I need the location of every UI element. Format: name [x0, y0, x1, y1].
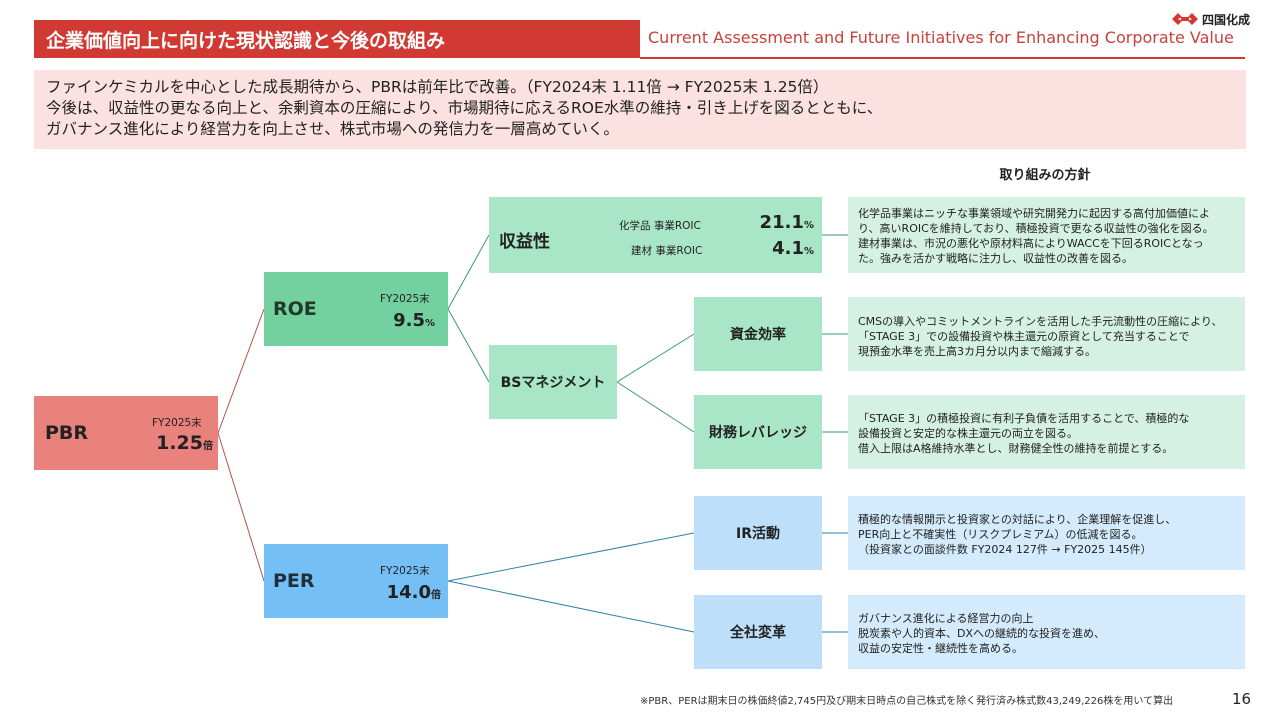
transformation-description: ガバナンス進化による経営力の向上 脱炭素や人的資本、DXへの継続的な投資を進め、… — [848, 595, 1245, 669]
desc-line: CMSの導入やコミットメントラインを活用した手元流動性の圧縮により、 — [858, 315, 1223, 328]
roe-title: ROE — [273, 298, 317, 320]
profitability-title: 収益性 — [499, 232, 550, 252]
roe-profitability-connector — [447, 234, 490, 310]
roe-value: 9.5 — [393, 310, 425, 331]
logo-text: 四国化成 — [1202, 12, 1251, 27]
desc-line: 「STAGE 3」での設備投資や株主還元の原資として充当することで — [858, 330, 1190, 343]
transformation-node: 全社変革 — [694, 595, 822, 669]
pbr-per-connector — [217, 432, 265, 582]
summary-line: ガバナンス進化により経営力を向上させ、株式市場への発信力を一層高めていく。 — [46, 120, 619, 138]
pbr-title: PBR — [45, 422, 89, 444]
pbr-value: 1.25 — [156, 432, 203, 454]
summary-line: 今後は、収益性の更なる向上と、余剰資本の圧縮により、市場期待に応えるROE水準の… — [46, 99, 883, 117]
page-subtitle: Current Assessment and Future Initiative… — [648, 28, 1234, 47]
per-transformation-connector — [447, 580, 695, 633]
bs-capital-connector — [616, 333, 695, 383]
desc-line: 脱炭素や人的資本、DXへの継続的な投資を進め、 — [858, 627, 1106, 640]
policy-heading: 取り組みの方針 — [999, 168, 1091, 183]
page-title: 企業価値向上に向けた現状認識と今後の取組み — [34, 20, 640, 58]
company-logo: 四国化成 — [1172, 9, 1250, 29]
per-value-wrap: 14.0倍 — [387, 582, 441, 603]
desc-line: た。強みを活かす戦略に注力し、収益性の改善を図る。 — [858, 252, 1133, 265]
logo-mark-icon — [1172, 13, 1198, 25]
desc-line: PER向上と不確実性（リスクプレミアム）の低減を図る。 — [858, 528, 1143, 541]
bs-leverage-connector — [616, 381, 695, 433]
ir-activities-description: 積極的な情報開示と投資家との対話により、企業理解を促進し、 PER向上と不確実性… — [848, 496, 1245, 570]
desc-line: 化学品事業はニッチな事業領域や研究開発力に起因する高付加価値によ — [858, 207, 1210, 220]
summary-line: ファインケミカルを中心とした成長期待から、PBRは前年比で改善。（FY2024末… — [46, 78, 829, 96]
desc-line: 建材事業は、市況の悪化や原材料高によりWACCを下回るROICとなっ — [858, 237, 1204, 250]
roic-chemicals-value: 21.1 — [759, 212, 804, 233]
bs-management-node: BSマネジメント — [489, 345, 617, 419]
desc-line: 設備投資と安定的な株主還元の両立を図る。 — [858, 427, 1078, 440]
desc-line: ガバナンス進化による経営力の向上 — [858, 612, 1034, 625]
footnote: ※PBR、PERは期末日の株価終値2,745円及び期末日時点の自己株式を除く発行… — [640, 696, 1174, 707]
pbr-period: FY2025末 — [152, 417, 202, 429]
roic-label-building: 建材 事業ROIC — [631, 245, 703, 257]
summary-box: ファインケミカルを中心とした成長期待から、PBRは前年比で改善。（FY2024末… — [34, 70, 1246, 149]
roic-label-chemicals: 化学品 事業ROIC — [619, 220, 701, 232]
roic-building-value: 4.1 — [772, 238, 804, 259]
capital-efficiency-node: 資金効率 — [694, 297, 822, 371]
per-ir-connector — [447, 532, 695, 582]
title-underline — [640, 57, 1245, 59]
desc-line: 「STAGE 3」の積極投資に有利子負債を活用することで、積極的な — [858, 412, 1190, 425]
desc-line: 現預金水準を売上高3カ月分以内まで縮減する。 — [858, 345, 1096, 358]
roe-unit: % — [424, 318, 435, 329]
financial-leverage-node: 財務レバレッジ — [694, 395, 822, 469]
page-number: 16 — [1232, 690, 1252, 708]
roic-building-unit: % — [803, 246, 814, 257]
roe-node: ROE FY2025末 9.5% — [264, 272, 448, 346]
per-period: FY2025末 — [380, 565, 430, 577]
pbr-unit: 倍 — [203, 441, 213, 452]
desc-line: 借入上限はA格維持水準とし、財務健全性の維持を前提とする。 — [858, 442, 1174, 455]
ir-activities-node: IR活動 — [694, 496, 822, 570]
profitability-node: 収益性 化学品 事業ROIC 21.1% 建材 事業ROIC 4.1% — [489, 197, 822, 273]
profitability-description: 化学品事業はニッチな事業領域や研究開発力に起因する高付加価値によ り、高いROI… — [848, 197, 1245, 273]
pbr-roe-connector — [217, 308, 265, 434]
roic-chemicals-wrap: 21.1% — [760, 212, 814, 233]
desc-line: （投資家との面談件数 FY2024 127件 → FY2025 145件） — [858, 543, 1152, 556]
desc-line: 収益の安定性・継続性を高める。 — [858, 642, 1023, 655]
pbr-value-wrap: 1.25倍 — [156, 432, 213, 454]
roe-period: FY2025末 — [380, 293, 430, 305]
roic-building-wrap: 4.1% — [772, 238, 814, 259]
roic-chemicals-unit: % — [803, 220, 814, 231]
capital-efficiency-description: CMSの導入やコミットメントラインを活用した手元流動性の圧縮により、 「STAG… — [848, 297, 1245, 371]
desc-line: り、高いROICを維持しており、積極投資で更なる収益性の強化を図る。 — [858, 222, 1214, 235]
per-node: PER FY2025末 14.0倍 — [264, 544, 448, 618]
per-value: 14.0 — [386, 582, 431, 603]
desc-line: 積極的な情報開示と投資家との対話により、企業理解を促進し、 — [858, 513, 1177, 526]
financial-leverage-description: 「STAGE 3」の積極投資に有利子負債を活用することで、積極的な 設備投資と安… — [848, 395, 1245, 469]
roe-bs-connector — [447, 308, 490, 383]
roe-value-wrap: 9.5% — [393, 310, 435, 331]
per-unit: 倍 — [431, 590, 441, 601]
pbr-node: PBR FY2025末 1.25倍 — [34, 396, 218, 470]
per-title: PER — [273, 570, 315, 592]
